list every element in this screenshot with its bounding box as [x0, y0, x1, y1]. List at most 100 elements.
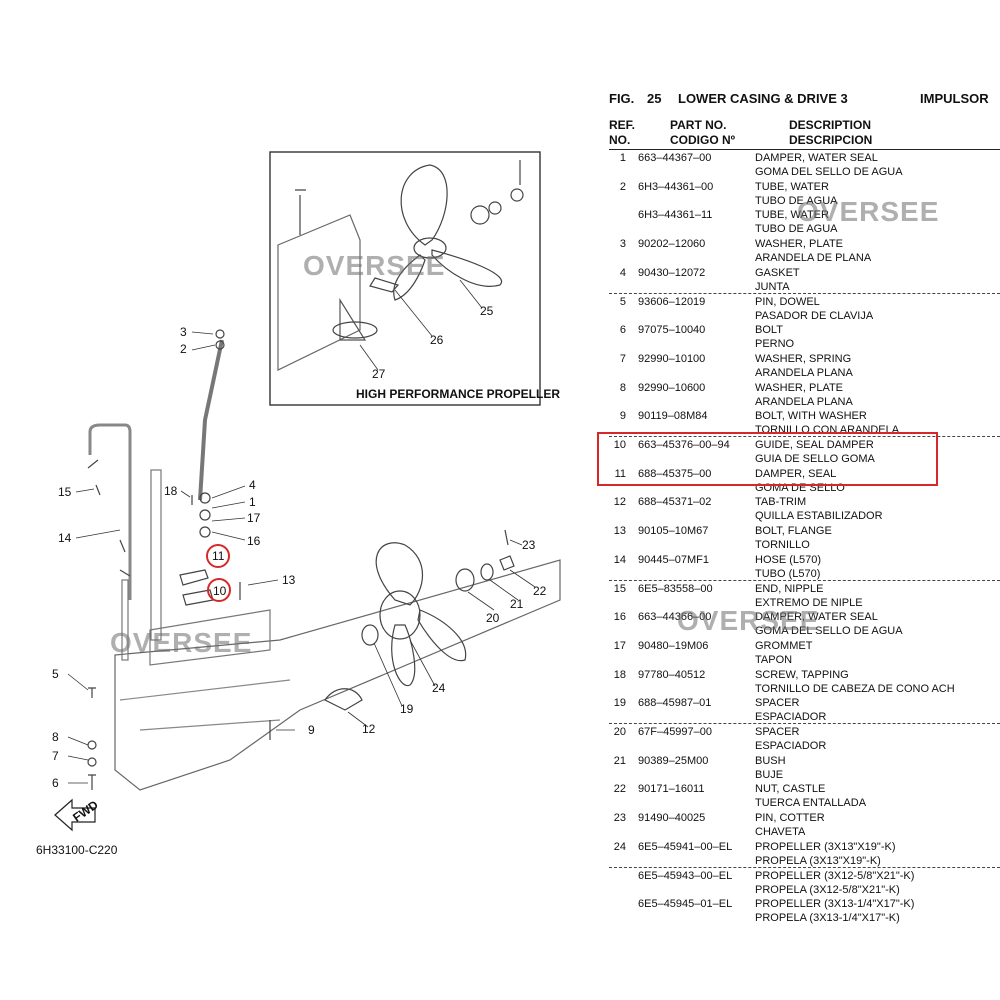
fig-label: FIG. — [609, 91, 635, 106]
callout-12: 12 — [362, 722, 376, 736]
callout-24: 24 — [432, 681, 446, 695]
ref-number: 7 — [619, 352, 626, 365]
part-number: 90105–10M67 — [638, 525, 709, 538]
part-number: 663–44366–00 — [638, 611, 712, 624]
callout-1: 1 — [249, 495, 256, 509]
description-es: PASADOR DE CLAVIJA — [755, 309, 874, 322]
ref-number: 17 — [613, 639, 626, 652]
col-header-ref: REF. NO. — [609, 118, 635, 148]
col-header-desc: DESCRIPTION DESCRIPCION — [789, 118, 872, 148]
description: PIN, DOWEL — [755, 295, 820, 308]
fig-title-es: IMPULSOR — [920, 91, 989, 106]
description-es: ESPACIADOR — [755, 711, 827, 724]
row-separator — [609, 723, 1000, 724]
description: SCREW, TAPPING — [755, 668, 849, 681]
callout-10: 10 — [213, 584, 227, 598]
description: WASHER, PLATE — [755, 238, 844, 251]
inset-frame — [269, 151, 541, 406]
ref-number: 10 — [613, 439, 626, 451]
description: GROMMET — [755, 639, 813, 652]
ref-number: 3 — [619, 238, 626, 251]
description-es: TUBO (L570) — [755, 567, 821, 580]
description: DAMPER, WATER SEAL — [755, 152, 878, 164]
part-number: 6H3–44361–11 — [638, 209, 713, 222]
ref-number: 8 — [619, 381, 626, 394]
ref-number: 4 — [619, 266, 626, 279]
part-number: 6H3–44361–00 — [638, 180, 714, 193]
part-number: 91490–40025 — [638, 812, 706, 825]
watermark: OVERSEE — [677, 605, 820, 636]
description-es: PROPELA (3X13"X19"-K) — [755, 854, 881, 867]
description: TUBE, WATER — [755, 180, 829, 193]
description: BOLT, FLANGE — [755, 525, 832, 538]
callout-26: 26 — [430, 333, 444, 347]
figure-header: FIG. 25 LOWER CASING & DRIVE 3 IMPULSOR — [609, 91, 1000, 109]
inset-title: HIGH PERFORMANCE PROPELLER — [356, 387, 560, 401]
description-es: GOMA DEL SELLO DE AGUA — [755, 166, 903, 178]
description-es: TUERCA ENTALLADA — [755, 797, 867, 810]
part-number: 688–45375–00 — [638, 467, 712, 480]
row-separator — [609, 436, 1000, 437]
description: HOSE (L570) — [755, 553, 822, 566]
part-number: 97075–10040 — [638, 324, 706, 337]
watermark: OVERSEE — [797, 196, 940, 227]
ref-number: 24 — [613, 840, 626, 853]
description-es: JUNTA — [755, 280, 790, 293]
description: PROPELLER (3X13"X19"-K) — [755, 840, 896, 853]
col-header-part: PART NO. CODIGO Nº — [670, 118, 735, 148]
part-number: 6E5–45943–00–EL — [638, 869, 733, 882]
callout-15: 15 — [58, 485, 72, 499]
col-part-line2: CODIGO Nº — [670, 133, 736, 147]
col-part-line1: PART NO. — [670, 118, 727, 132]
description-es: BUJE — [755, 768, 784, 781]
description: GASKET — [755, 266, 800, 279]
ref-number: 5 — [619, 295, 626, 308]
callout-11: 11 — [212, 549, 225, 563]
callout-22: 22 — [533, 584, 547, 598]
description: NUT, CASTLE — [755, 783, 826, 796]
description-es: PROPELA (3X13-1/4"X17"-K) — [755, 912, 900, 925]
fig-number: 25 — [647, 91, 662, 106]
description-es: TUBO DE AGUA — [755, 194, 838, 207]
callout-23: 23 — [522, 538, 536, 552]
callout-25: 25 — [480, 304, 494, 318]
ref-number: 23 — [613, 812, 626, 825]
callout-14: 14 — [58, 531, 72, 545]
row-separator — [609, 292, 1000, 294]
description-es: ARANDELA DE PLANA — [755, 252, 872, 265]
description: DAMPER, WATER SEAL — [755, 611, 878, 624]
description-es: TORNILLO — [755, 539, 810, 552]
description: WASHER, SPRING — [755, 352, 852, 365]
callout-5: 5 — [52, 667, 59, 681]
description-es: PROPELA (3X12-5/8"X21"-K) — [755, 883, 900, 896]
description-es: QUILLA ESTABILIZADOR — [755, 510, 883, 523]
ref-number: 18 — [613, 668, 626, 681]
description: SPACER — [755, 726, 800, 738]
part-number: 97780–40512 — [638, 668, 706, 681]
description: DAMPER, SEAL — [755, 467, 837, 480]
description: BOLT, WITH WASHER — [755, 410, 867, 423]
description: PIN, COTTER — [755, 812, 825, 825]
part-number: 688–45987–01 — [638, 697, 712, 710]
part-number: 67F–45997–00 — [638, 726, 713, 738]
description: WASHER, PLATE — [755, 381, 844, 394]
part-number: 92990–10600 — [638, 381, 706, 394]
part-number: 688–45371–02 — [638, 496, 712, 509]
ref-number: 16 — [613, 611, 626, 624]
callout-20: 20 — [486, 611, 500, 625]
watermark: OVERSEE — [303, 250, 446, 281]
col-desc-line2: DESCRIPCION — [789, 133, 873, 147]
description-es: GOMA DEL SELLO DE AGUA — [755, 625, 903, 638]
